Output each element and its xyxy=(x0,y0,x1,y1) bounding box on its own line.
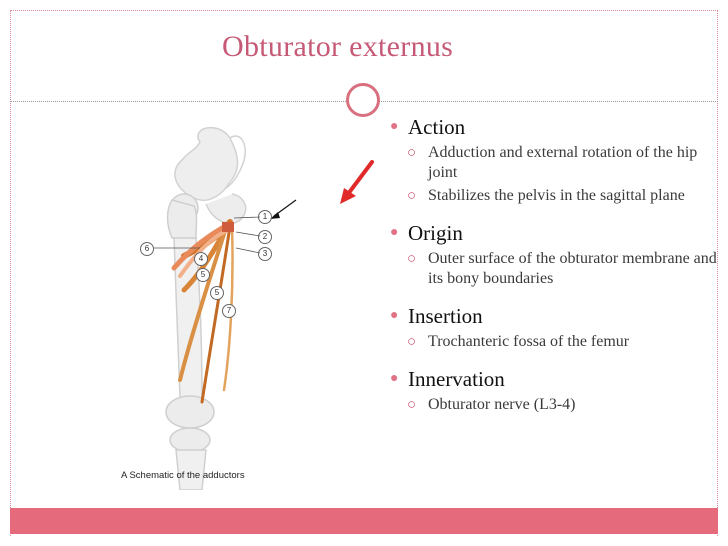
red-arrow-icon xyxy=(340,160,374,204)
footer-bar xyxy=(10,508,718,534)
femur-illustration xyxy=(154,126,297,491)
hollow-circle-icon: ○ xyxy=(407,145,417,161)
figure-label-7: 7 xyxy=(222,304,236,318)
figure-label-5a: 5 xyxy=(196,268,210,282)
hollow-circle-icon: ○ xyxy=(407,334,417,350)
figure-label-1: 1 xyxy=(258,210,272,224)
section-innervation-heading: ●Innervation xyxy=(390,367,505,391)
figure-label-4: 4 xyxy=(194,252,208,266)
border-top xyxy=(10,10,718,11)
list-item: ○Outer surface of the obturator membrane… xyxy=(407,250,717,287)
slide-title: Obturator externus xyxy=(222,30,454,63)
bullet-icon: ● xyxy=(390,225,399,240)
bullet-icon: ● xyxy=(390,308,399,323)
bullet-icon: ● xyxy=(390,119,399,134)
border-left xyxy=(10,10,11,536)
list-item: ○Adduction and external rotation of the … xyxy=(407,144,698,181)
figure-label-6: 6 xyxy=(140,242,154,256)
bullet-icon: ● xyxy=(390,371,399,386)
hollow-circle-icon: ○ xyxy=(407,188,417,204)
hollow-circle-icon: ○ xyxy=(407,397,417,413)
border-right xyxy=(717,10,718,536)
circle-ornament xyxy=(346,83,380,117)
list-item: ○Trochanteric fossa of the femur xyxy=(407,333,630,350)
slide-content: ●Action ○Adduction and external rotation… xyxy=(382,108,722,415)
section-action-heading: ●Action xyxy=(390,115,466,139)
figure-label-3: 3 xyxy=(258,247,272,261)
figure-caption: A Schematic of the adductors xyxy=(121,470,245,481)
list-item: ○Stabilizes the pelvis in the sagittal p… xyxy=(407,187,685,204)
section-insertion-heading: ●Insertion xyxy=(390,304,483,328)
adductor-schematic-figure: 1 2 3 4 5 5 6 7 xyxy=(110,120,360,491)
adductor-muscles xyxy=(171,219,234,404)
figure-label-2: 2 xyxy=(258,230,272,244)
hollow-circle-icon: ○ xyxy=(407,251,417,267)
list-item: ○Obturator nerve (L3-4) xyxy=(407,396,576,413)
figure-label-5b: 5 xyxy=(210,286,224,300)
section-origin-heading: ●Origin xyxy=(390,221,463,245)
